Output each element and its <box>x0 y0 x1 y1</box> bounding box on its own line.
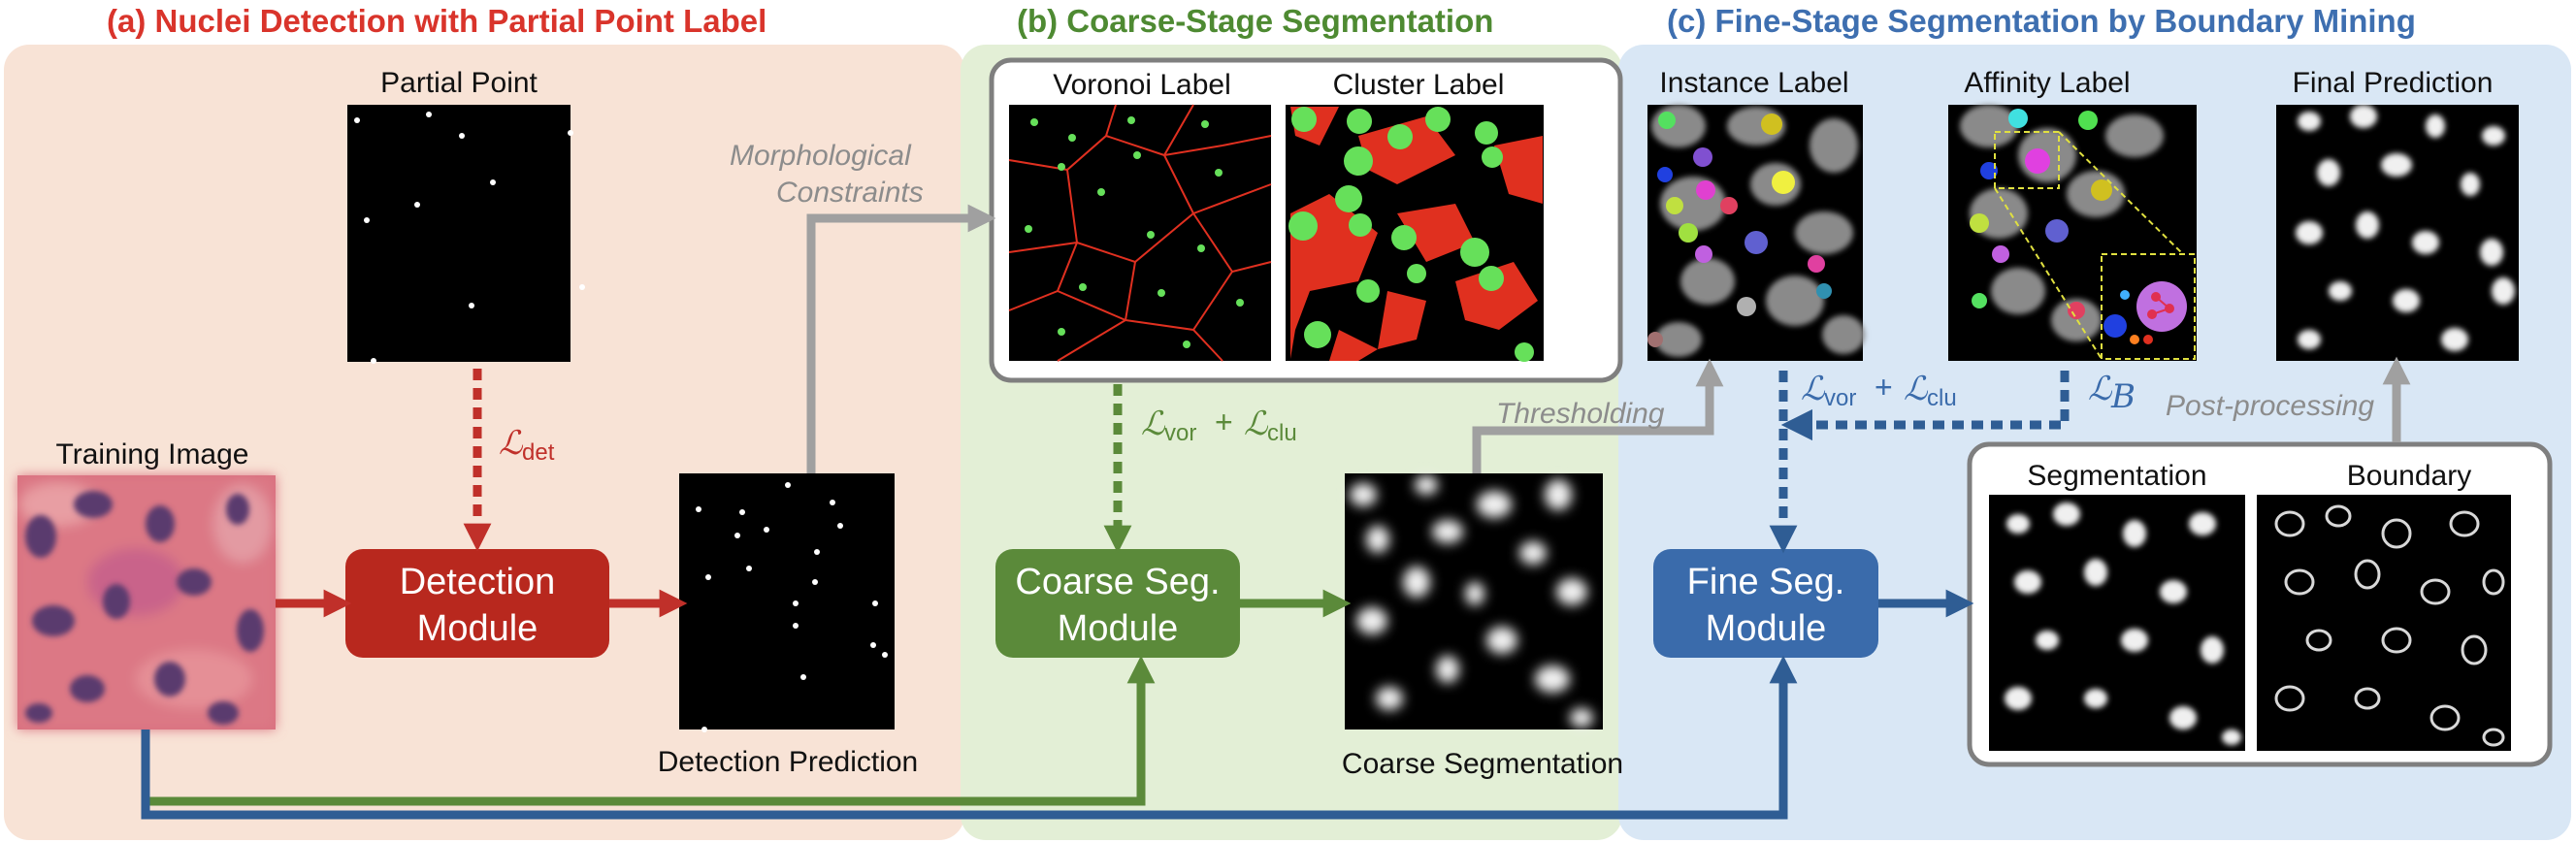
arrow-thresholding <box>1472 358 1724 473</box>
cluster-label-caption: Cluster Label <box>1333 69 1505 101</box>
boundary-loss-subscript: B <box>2110 377 2136 416</box>
final-prediction-caption: Final Prediction <box>2293 67 2494 99</box>
segmentation-inset-image <box>1989 495 2245 751</box>
coarse-segmentation-image <box>1345 473 1603 730</box>
clu-loss-symbol: ℒ <box>1244 405 1269 443</box>
instance-label-caption: Instance Label <box>1659 67 1848 99</box>
detection-prediction-label: Detection Prediction <box>658 746 918 778</box>
det-loss-formula: ℒ det <box>499 424 555 466</box>
detection-module-line1: Detection <box>400 562 556 602</box>
boundary-loss-symbol: ℒ <box>2088 370 2113 408</box>
morph-constraints-line1: Morphological <box>730 140 912 172</box>
fine-clu-loss-symbol: ℒ <box>1904 370 1929 408</box>
section-c-title: (c) Fine-Stage Segmentation by Boundary … <box>1667 3 2416 39</box>
vor-clu-loss-formula: ℒ vor + ℒ clu <box>1141 405 1297 446</box>
coarse-module-line1: Coarse Seg. <box>1015 562 1220 602</box>
arrow-affinity-loss <box>1780 371 2070 441</box>
fine-vor-clu-plus: + <box>1875 370 1893 405</box>
segmentation-caption: Segmentation <box>2027 460 2206 492</box>
vor-loss-subscript: vor <box>1164 420 1196 446</box>
section-a-title: (a) Nuclei Detection with Partial Point … <box>107 3 766 39</box>
vor-clu-plus: + <box>1215 405 1233 439</box>
section-b-title: (b) Coarse-Stage Segmentation <box>1017 3 1493 39</box>
coarse-segmentation-label: Coarse Segmentation <box>1342 748 1623 780</box>
arrow-morph-constraints <box>806 204 996 473</box>
fine-seg-module: Fine Seg. Module <box>1653 549 1878 658</box>
fine-module-line2: Module <box>1706 608 1827 649</box>
boundary-loss-formula: ℒ B <box>2088 370 2136 416</box>
coarse-module-line2: Module <box>1058 608 1179 649</box>
voronoi-label-caption: Voronoi Label <box>1053 69 1231 101</box>
cluster-label-image <box>1286 105 1544 362</box>
post-processing-label: Post-processing <box>2166 390 2374 422</box>
vor-loss-symbol: ℒ <box>1141 405 1166 443</box>
fine-module-line1: Fine Seg. <box>1687 562 1845 602</box>
fine-vor-loss-symbol: ℒ <box>1801 370 1826 408</box>
voronoi-label-image <box>1008 104 1272 362</box>
coarse-seg-module: Coarse Seg. Module <box>995 549 1240 658</box>
final-prediction-image <box>2276 105 2519 361</box>
detection-module: Detection Module <box>345 549 609 658</box>
morph-constraints-line2: Constraints <box>776 177 924 209</box>
fine-vor-loss-subscript: vor <box>1824 385 1856 411</box>
thresholding-label: Thresholding <box>1496 398 1665 430</box>
det-loss-symbol: ℒ <box>499 424 524 463</box>
partial-point-label: Partial Point <box>380 67 538 99</box>
instance-label-image <box>1647 105 1865 361</box>
affinity-label-image <box>1948 105 2197 361</box>
detection-module-line2: Module <box>417 608 538 649</box>
partial-point-image <box>347 105 585 364</box>
training-image <box>17 475 276 730</box>
training-image-label: Training Image <box>56 438 249 470</box>
boundary-inset-image <box>2257 495 2511 751</box>
clu-loss-subscript: clu <box>1267 420 1297 446</box>
boundary-caption: Boundary <box>2347 460 2471 492</box>
det-loss-subscript: det <box>522 439 555 466</box>
detection-prediction-image <box>679 473 895 732</box>
fine-vor-clu-loss-formula: ℒ vor + ℒ clu <box>1801 370 1957 411</box>
affinity-label-caption: Affinity Label <box>1964 67 2130 99</box>
arrow-training-to-fine <box>141 655 1798 820</box>
fine-clu-loss-subscript: clu <box>1927 385 1957 411</box>
